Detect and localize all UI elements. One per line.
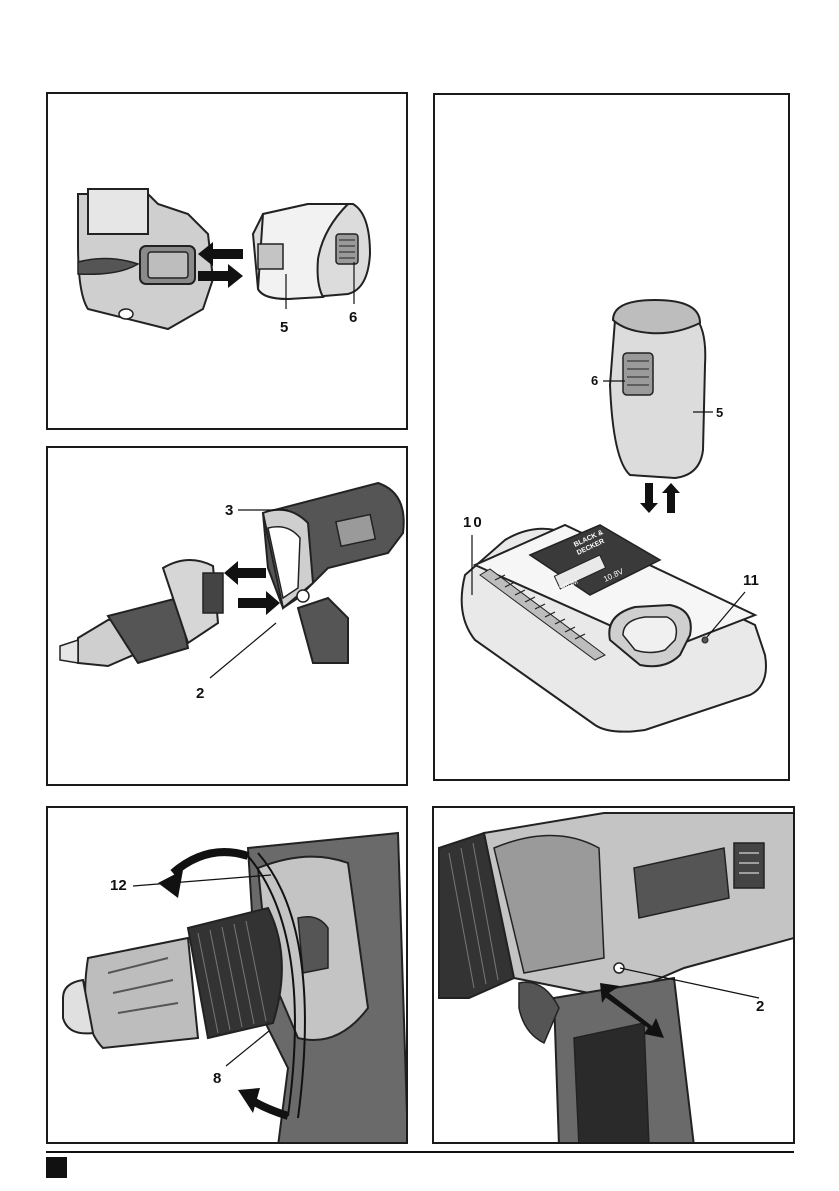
figure-attachment-removal: 3 2 xyxy=(46,446,408,786)
callout-12: 12 xyxy=(110,877,127,894)
callout-3: 3 xyxy=(225,502,233,519)
callout-2: 2 xyxy=(756,998,764,1015)
callout-line-8 xyxy=(226,1031,269,1066)
battery-insertion-illustration: 5 6 xyxy=(48,94,408,430)
release-button-illustration: 2 xyxy=(434,808,795,1144)
figure-torque-collar: 12 8 xyxy=(46,806,408,1144)
page-marker xyxy=(46,1157,67,1178)
arrow-down-icon xyxy=(640,483,658,513)
figure-release-button: 2 xyxy=(432,806,795,1144)
callout-5: 5 xyxy=(280,319,288,336)
attachment-removal-illustration: 3 2 xyxy=(48,448,408,786)
callout-6: 6 xyxy=(349,309,357,326)
torque-collar-illustration: 12 8 xyxy=(48,808,408,1144)
footer-rule xyxy=(46,1151,794,1153)
arrow-up-icon xyxy=(662,483,680,513)
callout-8: 8 xyxy=(213,1070,221,1087)
battery-charging-illustration: 6 5 BLACK & DECKER LITHIUM 10.8V 10 11 xyxy=(435,95,790,781)
callout-line-2 xyxy=(210,623,276,678)
callout-11: 11 xyxy=(743,572,759,589)
callout-2: 2 xyxy=(196,685,204,702)
figure-battery-insertion: 5 6 xyxy=(46,92,408,430)
callout-10: 10 xyxy=(463,514,484,531)
figure-battery-charging: 6 5 BLACK & DECKER LITHIUM 10.8V 10 11 xyxy=(433,93,790,781)
callout-6: 6 xyxy=(591,373,598,388)
callout-5: 5 xyxy=(716,405,723,420)
